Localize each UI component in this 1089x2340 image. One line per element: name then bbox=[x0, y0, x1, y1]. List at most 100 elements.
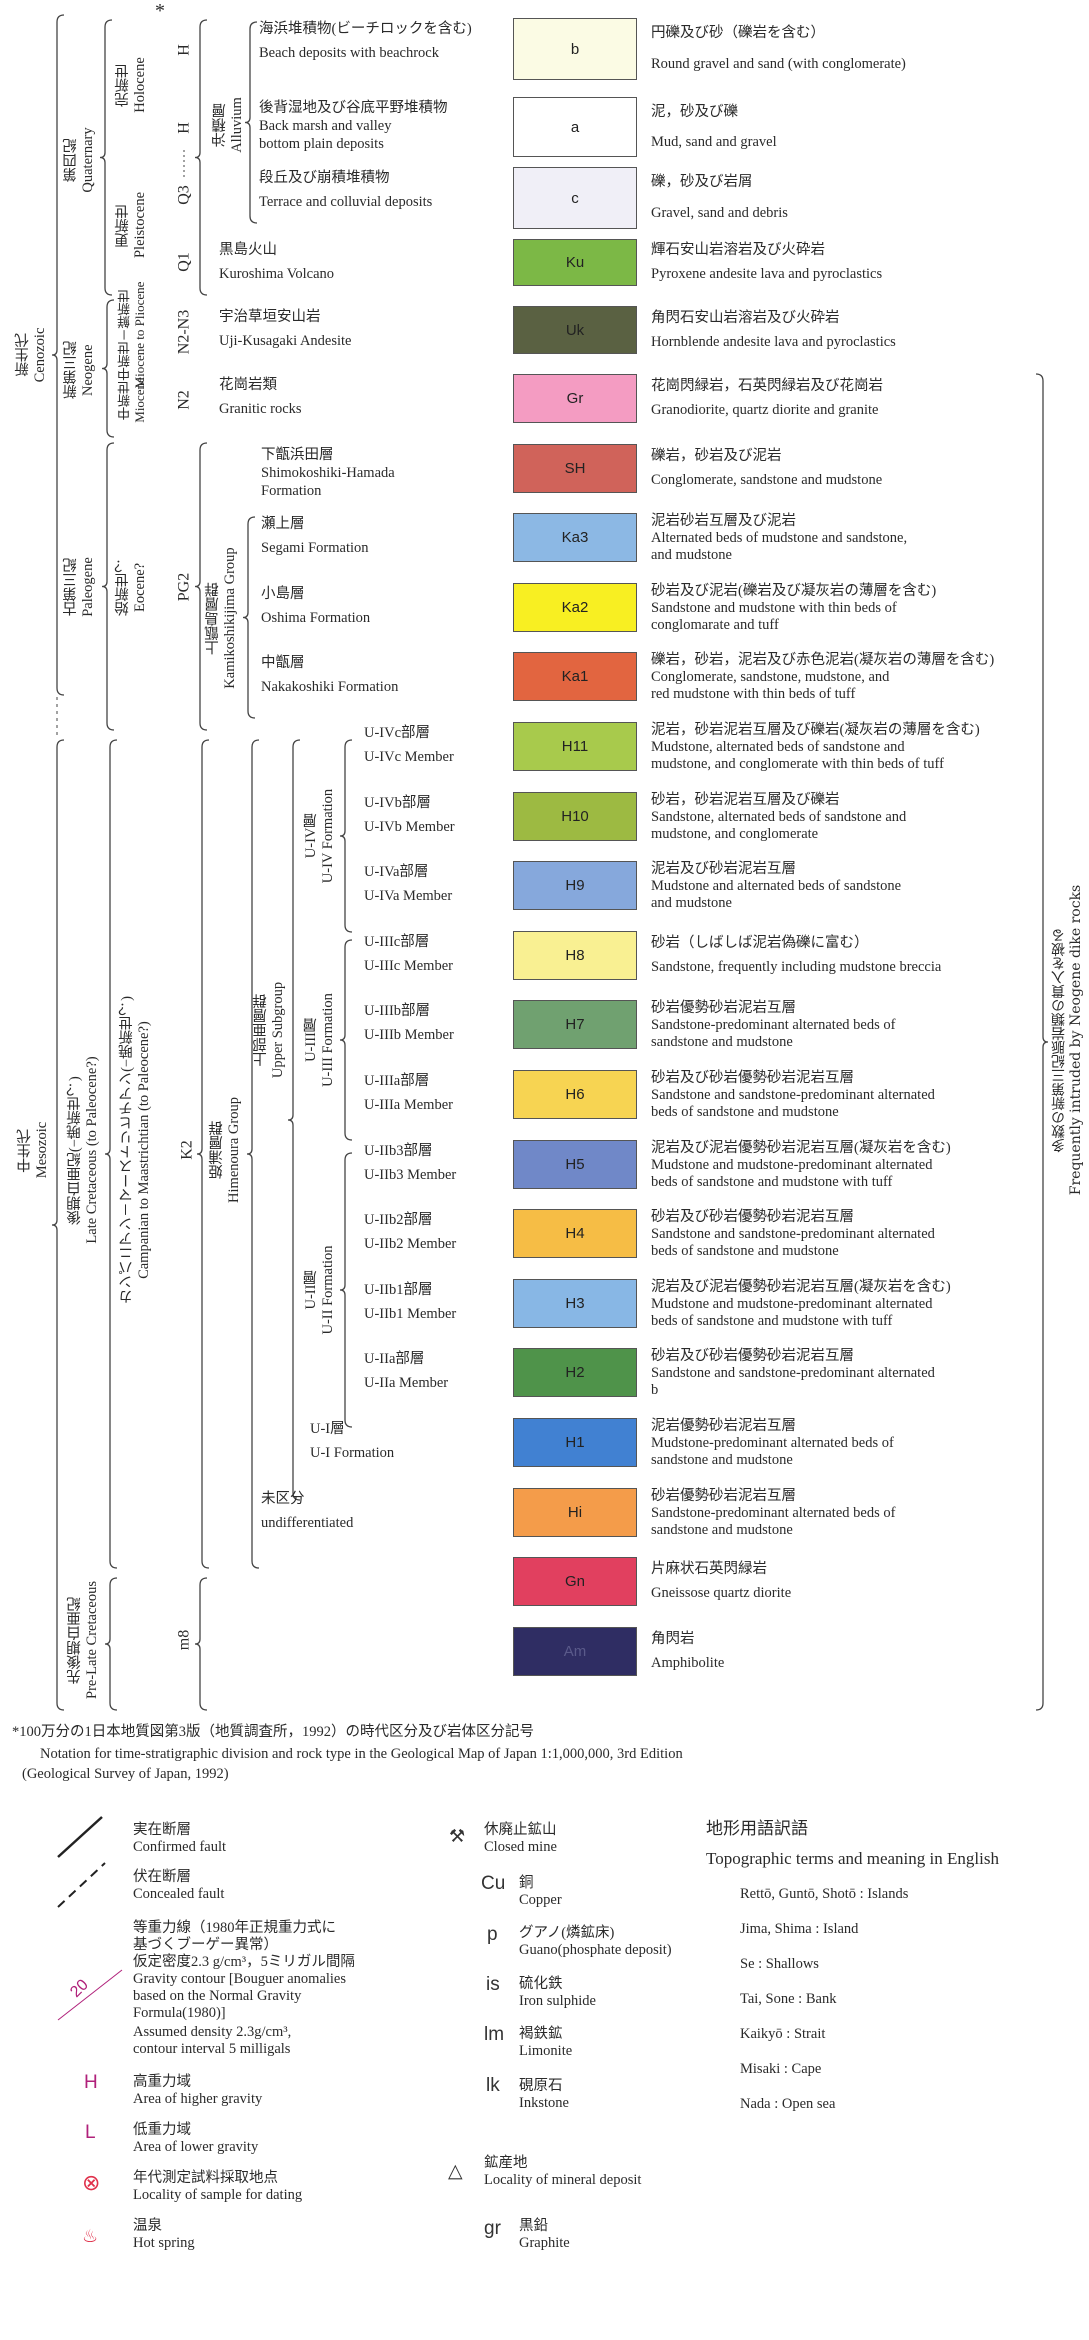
unit-name-jp: 下甑浜田層 bbox=[261, 447, 334, 463]
age-code-q3: Q3 bbox=[175, 185, 193, 205]
limonite-icon: lm bbox=[484, 2024, 505, 2045]
brace-u3 bbox=[339, 939, 353, 1141]
unit-swatch-ku: Ku bbox=[513, 239, 637, 286]
label-en: Cenozoic bbox=[32, 327, 48, 383]
unit-name-en: Kuroshima Volcano bbox=[219, 266, 335, 282]
topographic-term: Jima, Shima : Island bbox=[740, 1921, 859, 1937]
unit-name-jp: U-IIIa部層 bbox=[364, 1073, 430, 1089]
brace-pg2 bbox=[194, 442, 208, 731]
label-jp: U-IV層 bbox=[303, 813, 319, 859]
unit-description-en: Alternated beds of mudstone and sandston… bbox=[651, 530, 908, 563]
unit-name-en: U-IIIc Member bbox=[364, 958, 453, 974]
graphite-icon: gr bbox=[484, 2218, 501, 2239]
brace-u2 bbox=[339, 1152, 353, 1428]
unit-swatch-a: a bbox=[513, 97, 637, 157]
brace-period bbox=[104, 1577, 118, 1711]
unit-name-jp: U-IIb1部層 bbox=[364, 1282, 433, 1298]
unit-description-jp: 泥岩，砂岩泥岩互層及び礫岩(凝灰岩の薄層を含む) bbox=[651, 722, 980, 738]
label-en: Eocene? bbox=[132, 562, 148, 612]
label-en: Paleogene bbox=[80, 557, 96, 617]
label-en: U-III Formation bbox=[320, 993, 336, 1087]
unit-swatch-h9: H9 bbox=[513, 861, 637, 910]
unit-swatch-h8: H8 bbox=[513, 931, 637, 980]
unit-name-jp: 黒島火山 bbox=[219, 242, 277, 258]
unit-name-en: U-IIIb Member bbox=[364, 1027, 454, 1043]
label-period-late-cretaceous: 後期白亜紀(−暁新世？)Late Cretaceous (to Paleocen… bbox=[67, 1056, 101, 1243]
unit-swatch-sh: SH bbox=[513, 444, 637, 493]
unit-description-jp: 砂岩及び砂岩優勢砂岩泥岩互層 bbox=[651, 1209, 854, 1225]
label-epoch-campanian: カンパニアン－マーストリヒチアン(−暁新世？)Campanian to Maas… bbox=[119, 996, 153, 1304]
label-jp: 後期白亜紀(−暁新世？) bbox=[67, 1075, 83, 1225]
label-jp: 上部亜層群 bbox=[253, 993, 269, 1067]
unit-name-en: Granitic rocks bbox=[219, 401, 302, 417]
unit-description-en: Amphibolite bbox=[651, 1655, 725, 1672]
unit-description-en: Sandstone and mudstone with thin beds of… bbox=[651, 600, 897, 633]
unit-description-en: Conglomerate, sandstone, mudstone, and r… bbox=[651, 669, 890, 702]
brace-himenoura bbox=[246, 739, 260, 1569]
unit-description-en: Mudstone and mudstone-predominant altern… bbox=[651, 1157, 933, 1190]
topographic-term: Misaki : Cape bbox=[740, 2061, 822, 2077]
fault-and-contour-symbols bbox=[57, 1816, 123, 2021]
topographic-term: Nada : Open sea bbox=[740, 2096, 836, 2112]
unit-name-en: U-IVc Member bbox=[364, 749, 454, 765]
label-jp: 新第三紀 bbox=[63, 341, 79, 399]
label-en: Mesozoic bbox=[34, 1121, 50, 1179]
topographic-term: Tai, Sone : Bank bbox=[740, 1991, 837, 2007]
label-jp: 先後期白亜紀 bbox=[67, 1596, 83, 1684]
unit-description-en: Conglomerate, sandstone and mudstone bbox=[651, 472, 883, 489]
intrusion-note-en: Frequently intruded by Neogene dike rock… bbox=[1068, 884, 1084, 1196]
unit-swatch-h5: H5 bbox=[513, 1140, 637, 1189]
label-en: Campanian to Maastrichtian (to Paleocene… bbox=[136, 1021, 152, 1279]
unit-description-jp: 片麻状石英閃緑岩 bbox=[651, 1560, 767, 1577]
unit-description-en: Pyroxene andesite lava and pyroclastics bbox=[651, 265, 883, 282]
unit-description-en: Mud, sand and gravel bbox=[651, 133, 777, 150]
unit-description-jp: 花崗閃緑岩，石英閃緑岩及び花崗岩 bbox=[651, 377, 883, 394]
unit-name-jp: 中甑層 bbox=[261, 655, 305, 671]
label-en: Miocene to Pliocene bbox=[132, 281, 147, 389]
brace-period bbox=[101, 442, 115, 731]
unit-description-jp: 泥岩及び泥岩優勢砂岩泥岩互層(凝灰岩を含む) bbox=[651, 1140, 951, 1156]
unit-description-en: Sandstone, frequently including mudstone… bbox=[651, 959, 942, 976]
unit-name-en: undifferentiated bbox=[261, 1515, 354, 1531]
unit-description-en: Mudstone-predominant alternated beds of … bbox=[651, 1435, 894, 1468]
footnote-jp: *100万分の1日本地質図第3版（地質調査所，1992）の時代区分及び岩体区分記… bbox=[12, 1724, 534, 1740]
unit-name-jp: U-IVa部層 bbox=[364, 864, 429, 880]
unit-name-en: U-IIa Member bbox=[364, 1375, 449, 1391]
unit-description-en: Mudstone and mudstone-predominant altern… bbox=[651, 1296, 933, 1329]
unit-name-en: Back marsh and valley bottom plain depos… bbox=[259, 118, 392, 152]
unit-name-en: Oshima Formation bbox=[261, 610, 371, 626]
inkstone-icon: lk bbox=[486, 2075, 500, 2096]
unit-swatch-h3: H3 bbox=[513, 1279, 637, 1328]
label-jp: 第四紀 bbox=[63, 138, 79, 182]
label-en: Upper Subgroup bbox=[270, 981, 286, 1079]
label-jp: 完新世 bbox=[115, 63, 131, 107]
label-jp: 姫浦層群 bbox=[209, 1121, 225, 1179]
topographic-title-jp: 地形用語訳語 bbox=[706, 1819, 808, 1838]
brace-k2 bbox=[196, 739, 210, 1569]
